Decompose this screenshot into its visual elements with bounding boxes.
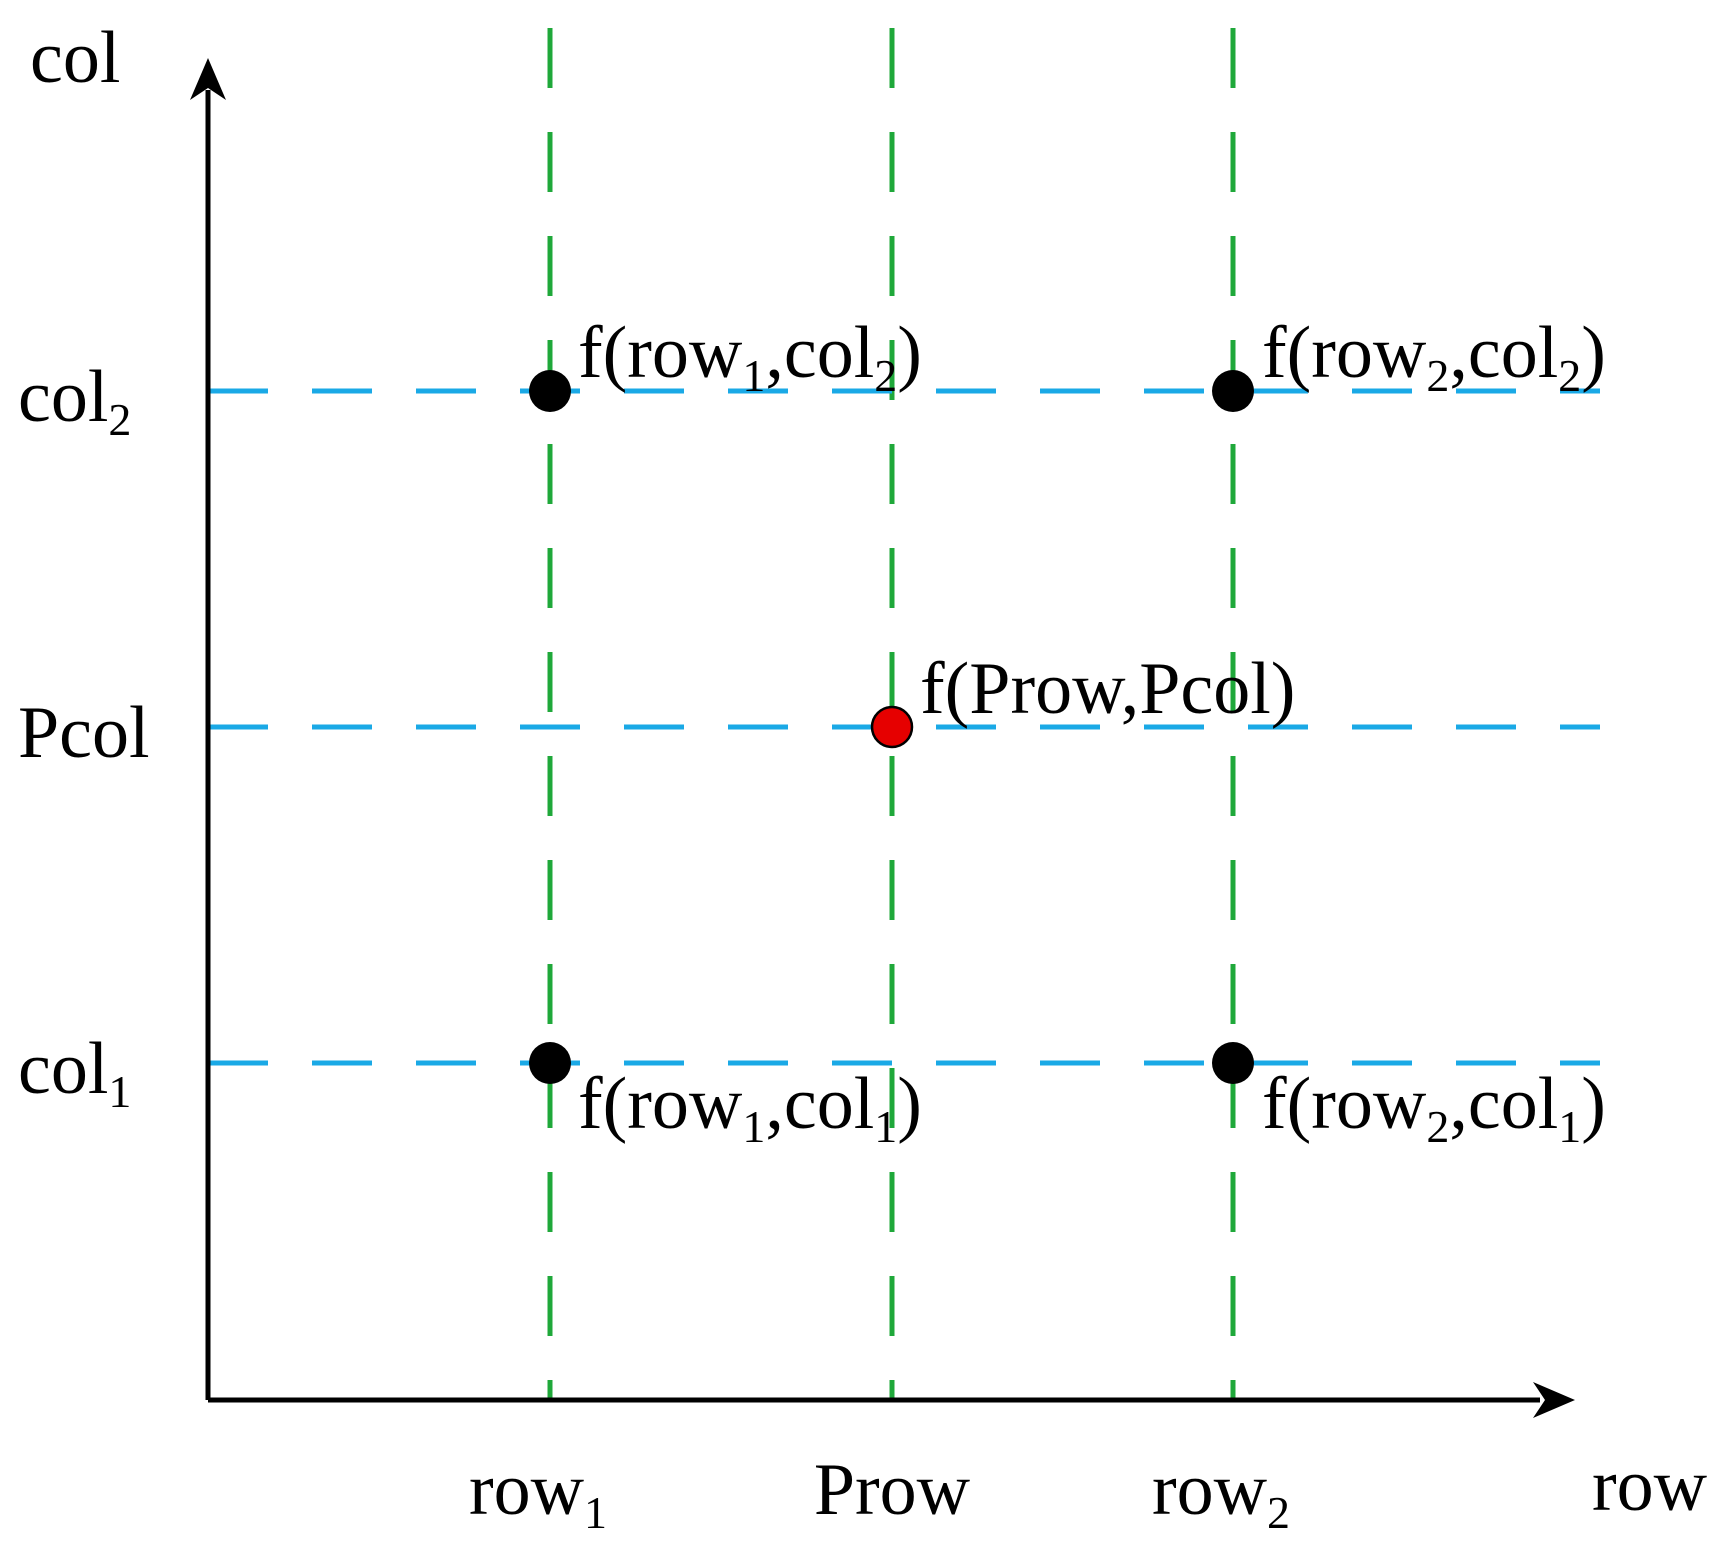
y-axis-arrowhead <box>190 58 226 100</box>
y-tick-label-2-part: 1 <box>108 1066 131 1117</box>
y-tick-label-2: col1 <box>18 1028 131 1117</box>
y-axis-title: col <box>30 17 120 99</box>
vertical-grid-lines <box>547 28 1236 1400</box>
x-tick-label-2-part: row <box>1152 1449 1268 1531</box>
sample-points <box>529 370 1254 1084</box>
point-label-1-part: 2 <box>1558 350 1581 401</box>
x-axis-arrowhead <box>1533 1382 1575 1418</box>
x-tick-label-2: row2 <box>1152 1449 1290 1538</box>
point-labels: f(row1,col2)f(row2,col2)f(Prow,Pcol)f(ro… <box>578 312 1606 1152</box>
x-tick-label-0-part: 1 <box>584 1487 607 1538</box>
point-label-3-part: ,col <box>765 1063 874 1145</box>
point-prow-pcol <box>870 705 914 749</box>
x-tick-label-0-part: row <box>469 1449 585 1531</box>
point-label-1-part: ) <box>1581 312 1606 394</box>
point-label-4: f(row2,col1) <box>1262 1063 1606 1152</box>
point-label-2: f(Prow,Pcol) <box>920 648 1295 730</box>
point-label-3-part: f(row <box>578 1063 743 1145</box>
point-label-4-part: f(row <box>1262 1063 1427 1145</box>
point-label-4-part: 1 <box>1558 1101 1581 1152</box>
y-tick-label-1: Pcol <box>18 692 150 774</box>
x-axis-title: row <box>1592 1445 1708 1527</box>
point-label-3-part: 1 <box>742 1101 765 1152</box>
point-label-2-part: f(Prow,Pcol) <box>920 648 1295 730</box>
point-row2-col1 <box>1212 1042 1254 1084</box>
point-label-3-part: 1 <box>874 1101 897 1152</box>
point-row2-col2 <box>1212 370 1254 412</box>
point-label-0-part: ) <box>897 312 922 394</box>
point-label-1-part: ,col <box>1449 312 1558 394</box>
point-label-1-part: 2 <box>1426 350 1449 401</box>
y-tick-label-2-part: col <box>18 1028 108 1110</box>
point-label-3-part: ) <box>897 1063 922 1145</box>
point-label-0-part: 2 <box>874 350 897 401</box>
x-tick-label-0: row1 <box>469 1449 607 1538</box>
point-label-4-part: 2 <box>1426 1101 1449 1152</box>
y-tick-label-0-part: col <box>18 356 108 438</box>
point-row1-col2 <box>529 370 571 412</box>
y-tick-label-0-part: 2 <box>108 394 131 445</box>
axes <box>190 58 1575 1418</box>
point-label-0-part: f(row <box>578 312 743 394</box>
point-label-0-part: ,col <box>765 312 874 394</box>
y-tick-label-1-part: Pcol <box>18 692 150 774</box>
point-label-4-part: ,col <box>1449 1063 1558 1145</box>
point-label-1: f(row2,col2) <box>1262 312 1606 401</box>
point-label-0-part: 1 <box>742 350 765 401</box>
point-label-3: f(row1,col1) <box>578 1063 922 1152</box>
x-tick-label-2-part: 2 <box>1267 1487 1290 1538</box>
point-row1-col1 <box>529 1042 571 1084</box>
point-label-4-part: ) <box>1581 1063 1606 1145</box>
point-label-1-part: f(row <box>1262 312 1427 394</box>
horizontal-grid-lines <box>208 388 1600 1066</box>
y-tick-label-0: col2 <box>18 356 131 445</box>
x-tick-label-1: Prow <box>814 1449 971 1531</box>
point-label-0: f(row1,col2) <box>578 312 922 401</box>
x-tick-label-1-part: Prow <box>814 1449 971 1531</box>
